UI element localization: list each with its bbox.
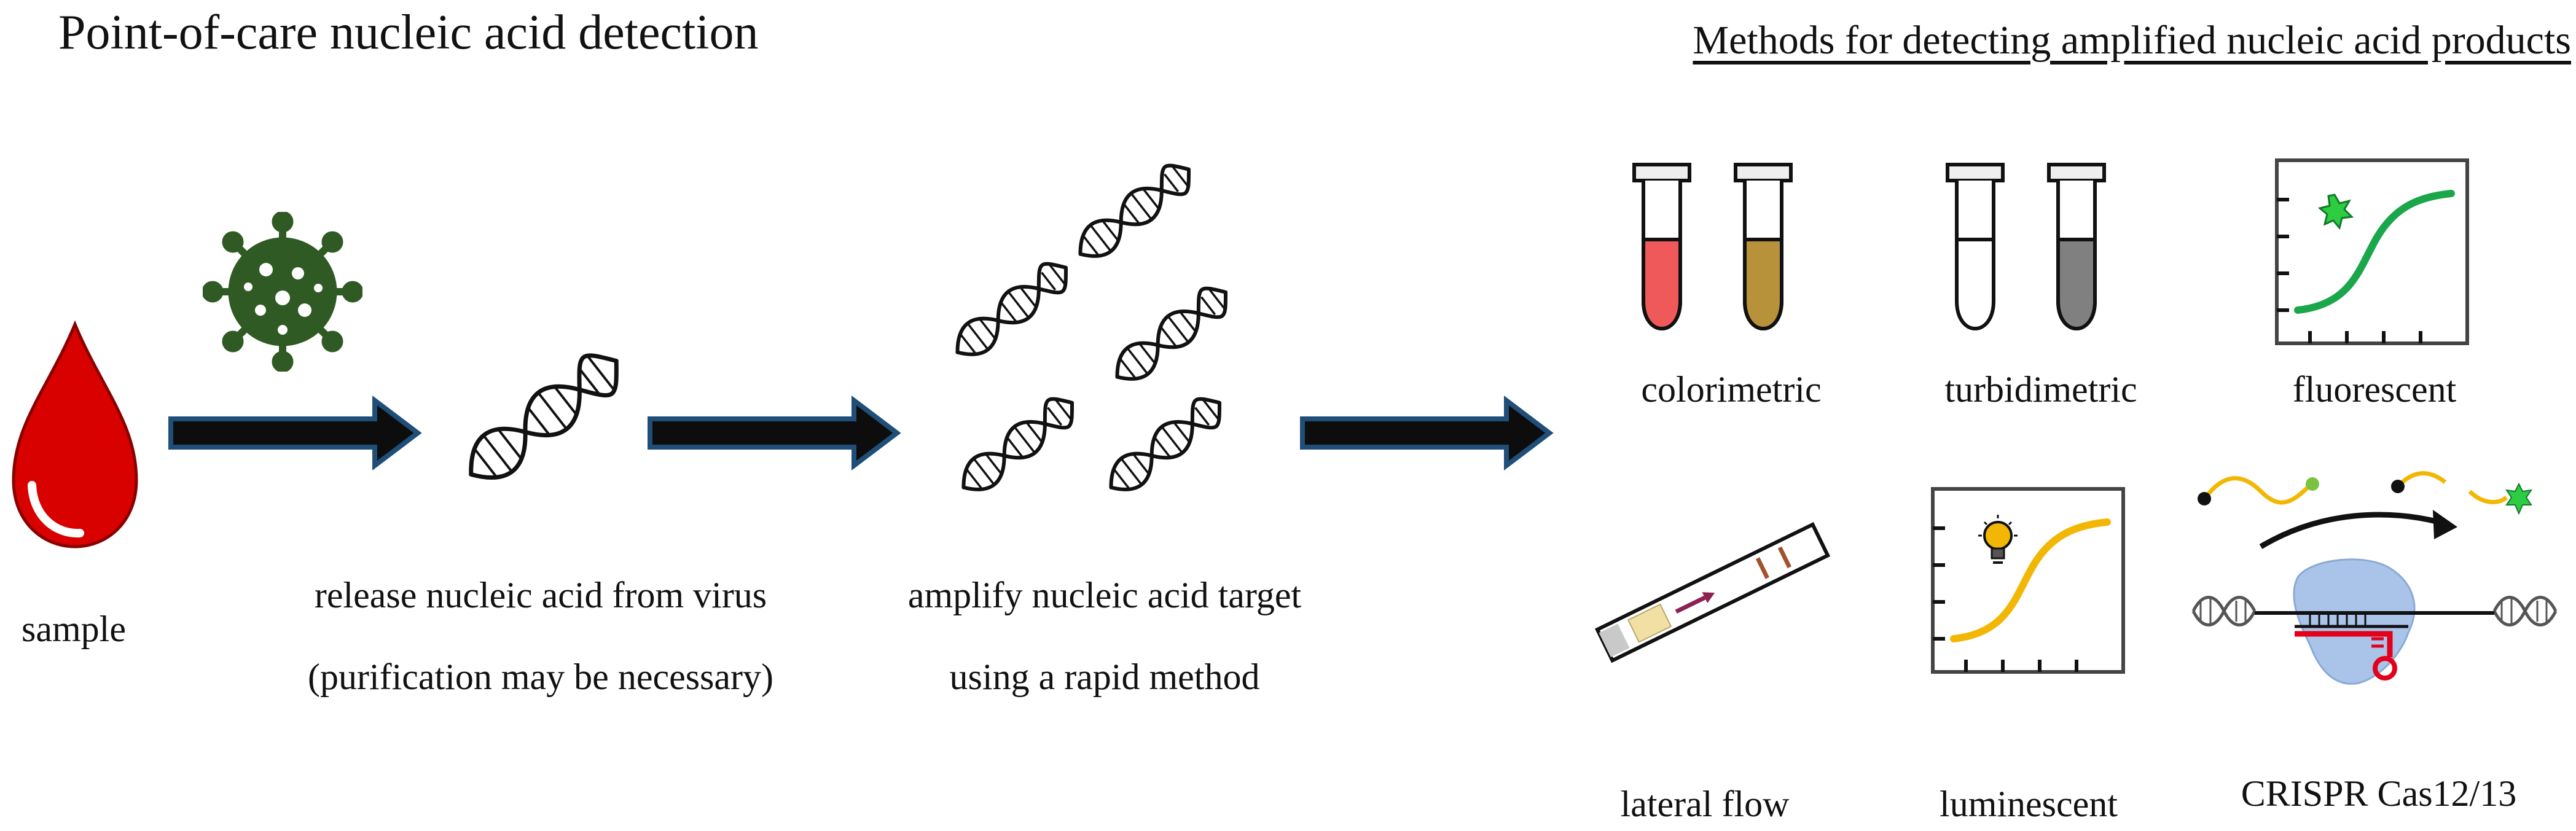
dna-helix-icon: [469, 353, 619, 480]
flow-arrow-2: [648, 395, 901, 471]
virus-icon: [203, 212, 362, 372]
method-turbidimetric-label: turbidimetric: [1944, 369, 2137, 410]
flow-arrow-3: [1300, 395, 1554, 471]
diagram-title: Point-of-care nucleic acid detection: [58, 6, 759, 60]
step-amplify-line1: amplify nucleic acid target: [907, 575, 1302, 615]
amplified-dna-icon: [922, 154, 1266, 497]
step-release-line1: release nucleic acid from virus: [314, 575, 767, 615]
turbidimetric-tubes-icon: [1946, 163, 2106, 330]
crispr-cas-icon: [2191, 471, 2558, 685]
fluorescence-plot-icon: [2275, 158, 2469, 345]
method-colorimetric-label: colorimetric: [1641, 369, 1822, 410]
method-fluorescent-label: fluorescent: [2292, 369, 2457, 410]
step-amplify-line2: using a rapid method: [949, 657, 1260, 697]
methods-title: Methods for detecting amplified nucleic …: [1693, 18, 2571, 63]
luminescence-plot-icon: [1931, 487, 2125, 674]
colorimetric-tubes-icon: [1632, 163, 1793, 330]
step-sample-label: sample: [22, 609, 126, 649]
blood-drop-icon: [12, 320, 138, 548]
flow-arrow-1: [168, 395, 422, 471]
method-luminescent-label: luminescent: [1940, 784, 2118, 824]
step-release-line2: (purification may be necessary): [308, 657, 773, 697]
method-lateral-flow-label: lateral flow: [1620, 784, 1790, 824]
lateral-flow-strip-icon: [1594, 522, 1831, 663]
method-crispr-label: CRISPR Cas12/13: [2241, 773, 2517, 814]
